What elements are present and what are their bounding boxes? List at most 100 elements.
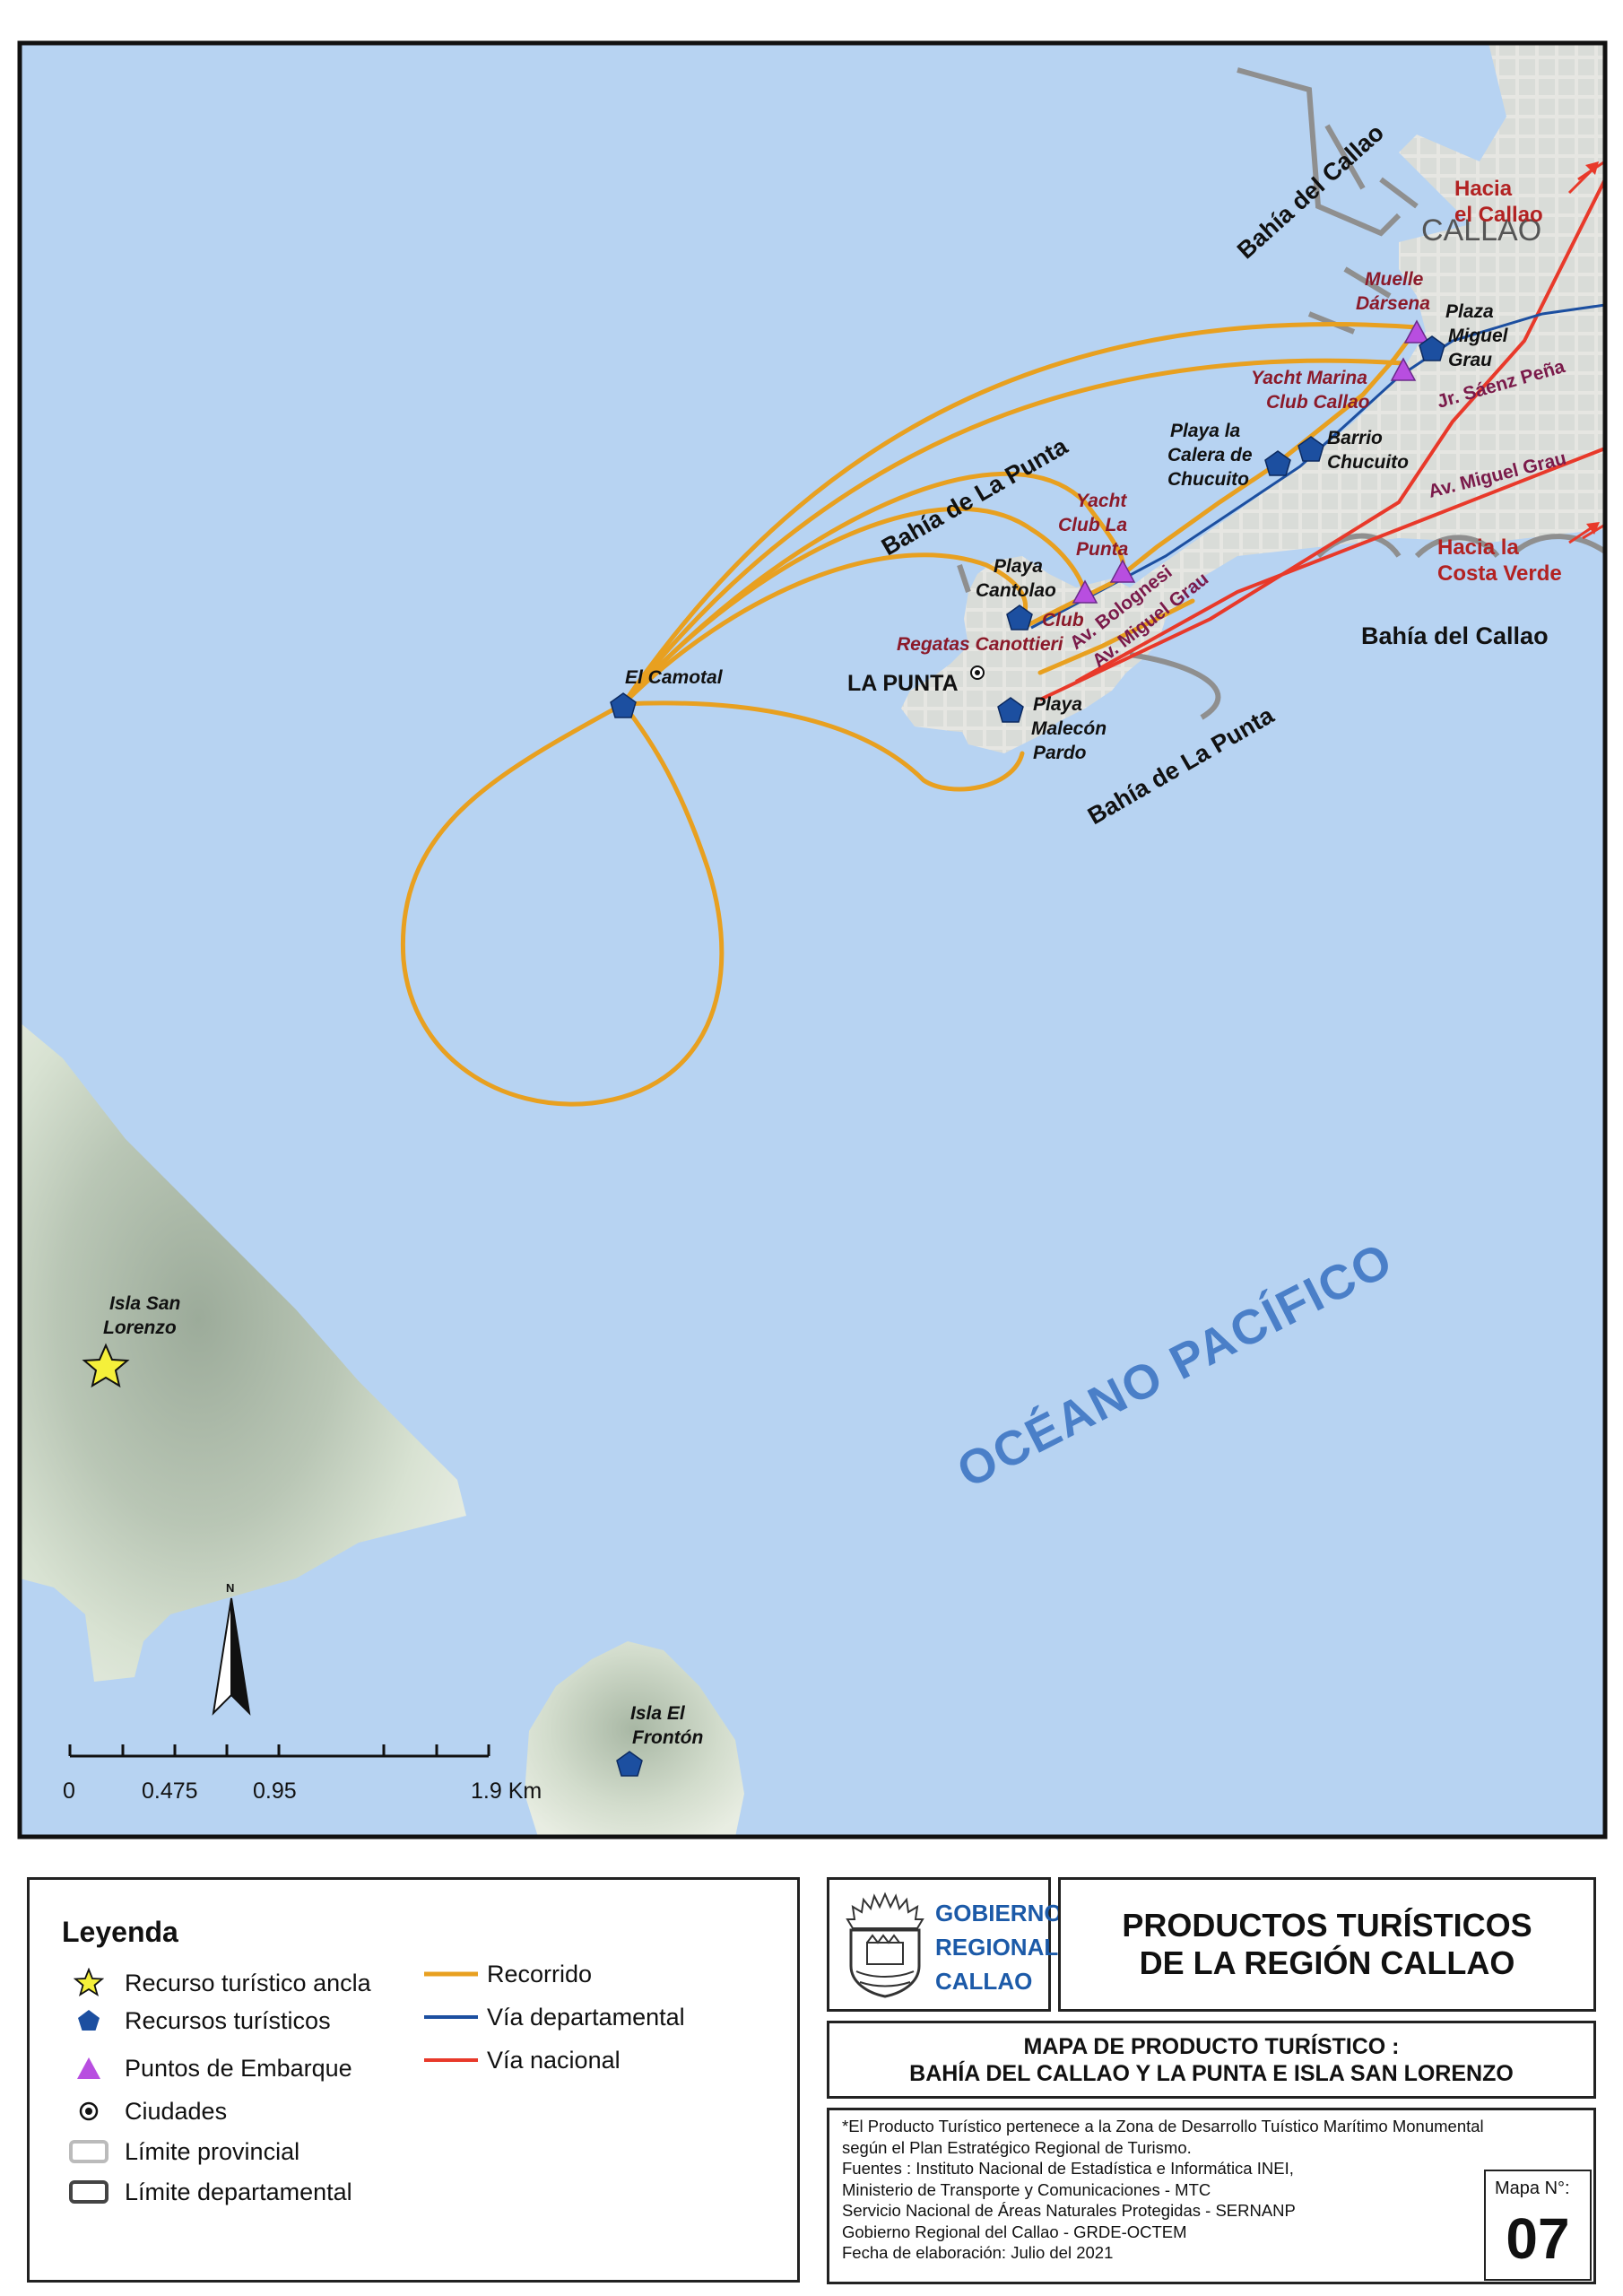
pentagon-icon	[62, 2003, 116, 2039]
scale-tick-2: 0.95	[253, 1779, 297, 1804]
legend-title: Leyenda	[62, 1916, 178, 1948]
scale-tick-0: 0	[63, 1779, 75, 1804]
label-regatas-1: Club	[1042, 610, 1084, 631]
embark-point-regatas[interactable]	[1072, 579, 1098, 604]
provincial-limit-icon	[62, 2134, 116, 2170]
label-fronton-2: Frontón	[632, 1727, 703, 1748]
resource-playa-cantolao[interactable]	[1006, 604, 1033, 631]
route-to-cantolao	[621, 552, 1028, 707]
legend-item-embark: Puntos de Embarque	[62, 2050, 352, 2086]
notes-text: *El Producto Turístico pertenece a la Zo…	[842, 2116, 1484, 2264]
label-hacia-callao-2: el Callao	[1454, 203, 1543, 227]
legend-item-provincial: Límite provincial	[62, 2134, 299, 2170]
city-dot-icon	[62, 2093, 116, 2129]
resource-playa-calera[interactable]	[1264, 450, 1291, 476]
resource-el-camotal[interactable]	[610, 692, 637, 718]
label-barrio-2: Chucuito	[1327, 452, 1409, 473]
note-line: Gobierno Regional del Callao - GRDE-OCTE…	[842, 2222, 1187, 2241]
route-lines	[400, 322, 1419, 1107]
north-arrow-icon	[212, 1597, 251, 1716]
subtitle-line-2: BAHÍA DEL CALLAO Y LA PUNTA E ISLA SAN L…	[909, 2060, 1514, 2086]
resource-plaza-miguel-grau[interactable]	[1419, 335, 1445, 361]
triangle-icon	[62, 2050, 116, 2086]
label-yacht-marina-1: Yacht Marina	[1251, 368, 1367, 388]
label-muelle-2: Dársena	[1356, 293, 1430, 314]
label-regatas-2: Regatas Canottieri	[897, 634, 1064, 655]
label-plaza-1: Plaza	[1445, 301, 1494, 322]
anchor-resource-isla-san-lorenzo[interactable]	[82, 1343, 130, 1388]
isla-el-fronton-land	[525, 1641, 744, 1837]
isla-san-lorenzo-land	[20, 1022, 466, 1682]
legend-label-route: Recorrido	[487, 1960, 593, 1987]
title-line-1: PRODUCTOS TURÍSTICOS	[1122, 1907, 1532, 1944]
note-line: Ministerio de Transporte y Comunicacione…	[842, 2179, 1211, 2199]
label-muelle-1: Muelle	[1365, 269, 1424, 290]
label-hacia-costa-2: Costa Verde	[1437, 561, 1562, 586]
resource-isla-el-fronton[interactable]	[616, 1751, 643, 1777]
legend-item-resources: Recursos turísticos	[62, 2003, 331, 2039]
route-to-malecon	[621, 700, 1025, 792]
resource-playa-malecon-pardo[interactable]	[997, 697, 1024, 723]
legend-item-anchor: Recurso turístico ancla	[62, 1965, 371, 2001]
note-line: Fecha de elaboración: Julio del 2021	[842, 2243, 1114, 2262]
route-line-icon	[424, 1956, 478, 1992]
logo-text: GOBIERNO REGIONAL CALLAO	[935, 1896, 1063, 1998]
regional-seal-icon	[846, 1892, 924, 1998]
logo-line-3: CALLAO	[935, 1968, 1033, 1995]
label-malecon-2: Malecón	[1031, 718, 1107, 739]
legend-label-national-road: Vía nacional	[487, 2046, 621, 2074]
legend-item-departmental: Límite departamental	[62, 2174, 352, 2210]
route-punta-inland	[1037, 598, 1195, 675]
note-line: según el Plan Estratégico Regional de Tu…	[842, 2137, 1192, 2157]
legend-panel: Leyenda Recurso turístico ancla Recursos…	[27, 1877, 800, 2283]
label-city-la-punta: LA PUNTA	[847, 671, 959, 696]
scale-bar	[68, 1744, 490, 1758]
la-punta-land	[901, 556, 1166, 735]
departmental-limit-icon	[62, 2174, 116, 2210]
scale-tick-3: 1.9 Km	[471, 1779, 542, 1804]
label-malecon-1: Playa	[1033, 694, 1082, 715]
label-fronton-1: Isla El	[630, 1703, 686, 1724]
map-number-box: Mapa N°: 07	[1484, 2170, 1592, 2281]
resource-barrio-chucuito[interactable]	[1298, 436, 1324, 462]
label-plaza-2: Miguel	[1448, 326, 1509, 346]
legend-label-departmental-road: Vía departamental	[487, 2003, 685, 2031]
label-calera-1: Playa la	[1170, 421, 1241, 441]
label-bahia-callao-right: Bahía del Callao	[1361, 622, 1549, 649]
label-calera-2: Calera de	[1167, 445, 1253, 465]
map-canvas[interactable]: Bahía del Callao Bahía del Callao Bahía …	[0, 0, 1623, 1861]
legend-label-embark: Puntos de Embarque	[125, 2054, 352, 2082]
embark-point-yacht-punta[interactable]	[1109, 559, 1136, 583]
embark-point-yacht-marina[interactable]	[1390, 357, 1417, 381]
label-plaza-3: Grau	[1448, 350, 1492, 370]
note-line: *El Producto Turístico pertenece a la Zo…	[842, 2117, 1484, 2135]
title-line-2: DE LA REGIÓN CALLAO	[1139, 1944, 1515, 1981]
logo-line-2: REGIONAL	[935, 1934, 1059, 1961]
map-number-value: 07	[1506, 2206, 1570, 2271]
note-line: Fuentes : Instituto Nacional de Estadíst…	[842, 2159, 1294, 2178]
legend-item-route: Recorrido	[424, 1956, 592, 1992]
legend-label-cities: Ciudades	[125, 2097, 228, 2125]
route-to-yacht-punta	[621, 471, 1126, 707]
legend-item-departmental-road: Vía departamental	[424, 1999, 685, 2035]
label-hacia-callao-1: Hacia	[1454, 177, 1513, 201]
embark-point-muelle-darsena[interactable]	[1403, 319, 1430, 344]
legend-label-provincial: Límite provincial	[125, 2137, 300, 2165]
route-loop-san-lorenzo	[400, 701, 725, 1107]
label-cantolao-1: Playa	[994, 556, 1043, 577]
label-cantolao-2: Cantolao	[976, 580, 1056, 601]
label-city-callao: CALLAO	[1421, 213, 1541, 248]
star-icon	[62, 1965, 116, 2001]
map-number-label: Mapa N°:	[1495, 2179, 1570, 2198]
label-hacia-costa-1: Hacia la	[1437, 535, 1519, 560]
direction-arrows	[1567, 161, 1600, 544]
label-el-camotal: El Camotal	[625, 667, 724, 688]
label-san-lorenzo-1: Isla San	[109, 1293, 180, 1314]
label-malecon-3: Pardo	[1033, 743, 1087, 763]
legend-label-anchor: Recurso turístico ancla	[125, 1969, 371, 1996]
north-label: N	[226, 1581, 234, 1595]
legend-item-national-road: Vía nacional	[424, 2042, 621, 2078]
logo-panel: GOBIERNO REGIONAL CALLAO	[827, 1877, 1063, 2012]
scale-tick-1: 0.475	[142, 1779, 198, 1804]
legend-label-resources: Recursos turísticos	[125, 2006, 331, 2034]
